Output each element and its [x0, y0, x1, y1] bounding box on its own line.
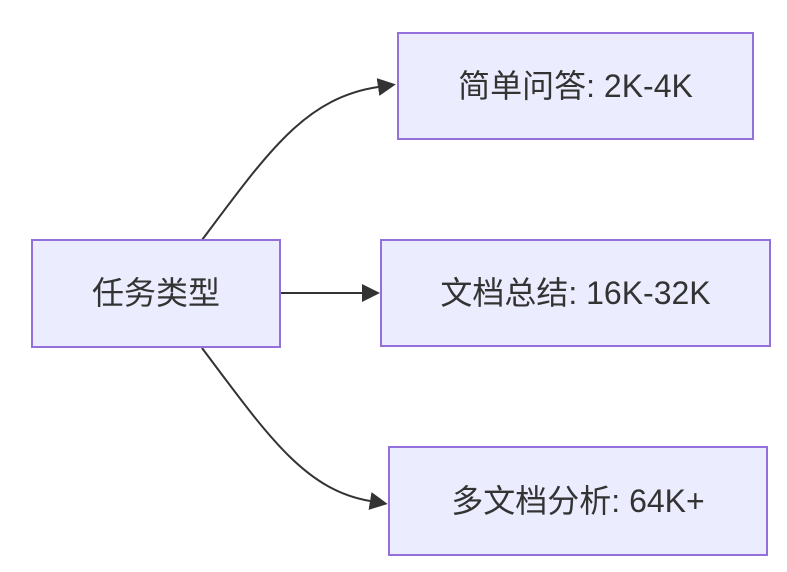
edge-root-to-qa [201, 78, 396, 241]
node-task-type: 任务类型 [31, 239, 281, 348]
node-task-type-label: 任务类型 [91, 275, 220, 312]
node-multidoc-analysis-label: 多文档分析: 64K+ [451, 482, 705, 519]
node-multidoc-analysis: 多文档分析: 64K+ [388, 446, 768, 556]
node-doc-summary-label: 文档总结: 16K-32K [440, 274, 711, 311]
edge-root-to-multidoc [201, 347, 388, 510]
node-simple-qa: 简单问答: 2K-4K [397, 32, 754, 140]
node-doc-summary: 文档总结: 16K-32K [380, 239, 771, 347]
node-simple-qa-label: 简单问答: 2K-4K [458, 67, 693, 104]
